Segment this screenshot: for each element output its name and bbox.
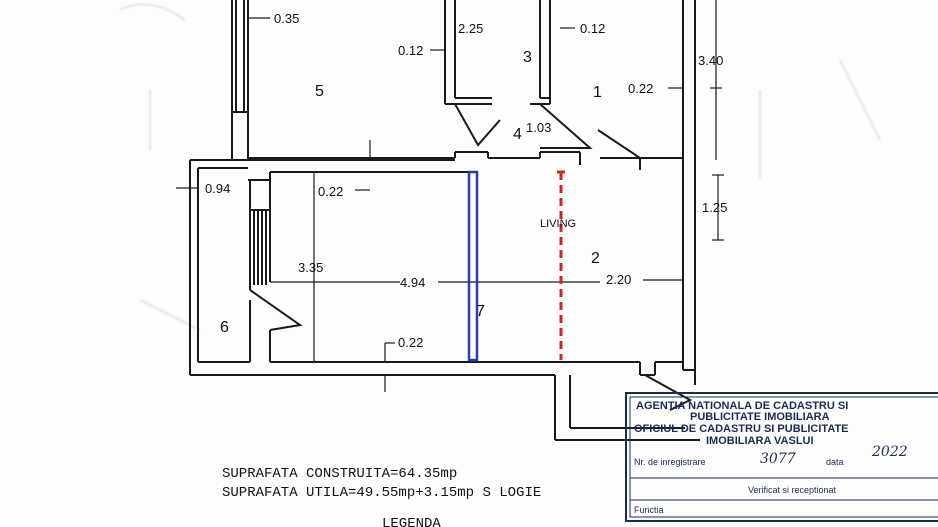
dim-4-94: 4.94	[400, 275, 425, 290]
dim-1-25: 1.25	[702, 200, 727, 215]
stamp-line-2: PUBLICITATE IMOBILIARA	[690, 411, 830, 423]
stamp-reg-value: 3077	[760, 451, 796, 467]
living-label: LIVING	[540, 218, 576, 230]
room-2-label: 2	[591, 250, 600, 267]
dim-2-20: 2.20	[606, 272, 631, 287]
dim-0-12-left: 0.12	[398, 43, 423, 58]
stamp-functia: Functia	[634, 505, 664, 515]
walls	[189, 0, 700, 441]
stamp-line-3: OFICIUL DE CADASTRU SI PUBLICITATE	[634, 423, 849, 435]
stamp-data-label: data	[826, 457, 844, 467]
dim-2-25: 2.25	[458, 21, 483, 36]
dim-0-22-bottom: 0.22	[398, 335, 423, 350]
room-5-label: 5	[315, 83, 324, 100]
legenda-heading: LEGENDA	[382, 516, 441, 527]
dim-1-03: 1.03	[526, 120, 551, 135]
dimension-lines	[176, 0, 724, 392]
suprafata-construita: SUPRAFATA CONSTRUITA=64.35mp	[222, 466, 457, 482]
stamp-data-value: 2022	[871, 444, 908, 460]
room-4-label: 4	[513, 126, 522, 143]
stamp-reg-label: Nr. de inregistrare	[634, 457, 706, 467]
dim-0-12-right: 0.12	[580, 21, 605, 36]
room-6-label: 6	[220, 319, 229, 336]
dim-3-40: 3.40	[698, 53, 723, 68]
stamp-line-1: AGENTIA NATIONALA DE CADASTRU SI	[636, 400, 848, 412]
suprafata-utila: SUPRAFATA UTILA=49.55mp+3.15mp S LOGIE	[222, 485, 541, 501]
stamp-verified: Verificat si receptionat	[748, 485, 837, 495]
room-3-label: 3	[523, 49, 532, 66]
dim-0-94: 0.94	[205, 181, 230, 196]
room-1-label: 1	[593, 84, 602, 101]
dim-0-35: 0.35	[274, 11, 299, 26]
blue-partition-marker	[467, 170, 479, 362]
dim-0-22-mid: 0.22	[318, 184, 343, 199]
cadastre-stamp: AGENTIA NATIONALA DE CADASTRU SI PUBLICI…	[625, 392, 938, 522]
room-7-label: 7	[476, 303, 485, 320]
dim-0-22-right: 0.22	[628, 81, 653, 96]
scan-noise	[119, 2, 882, 332]
dim-3-35: 3.35	[298, 260, 323, 275]
stamp-line-4: IMOBILIARA VASLUI	[706, 435, 814, 447]
